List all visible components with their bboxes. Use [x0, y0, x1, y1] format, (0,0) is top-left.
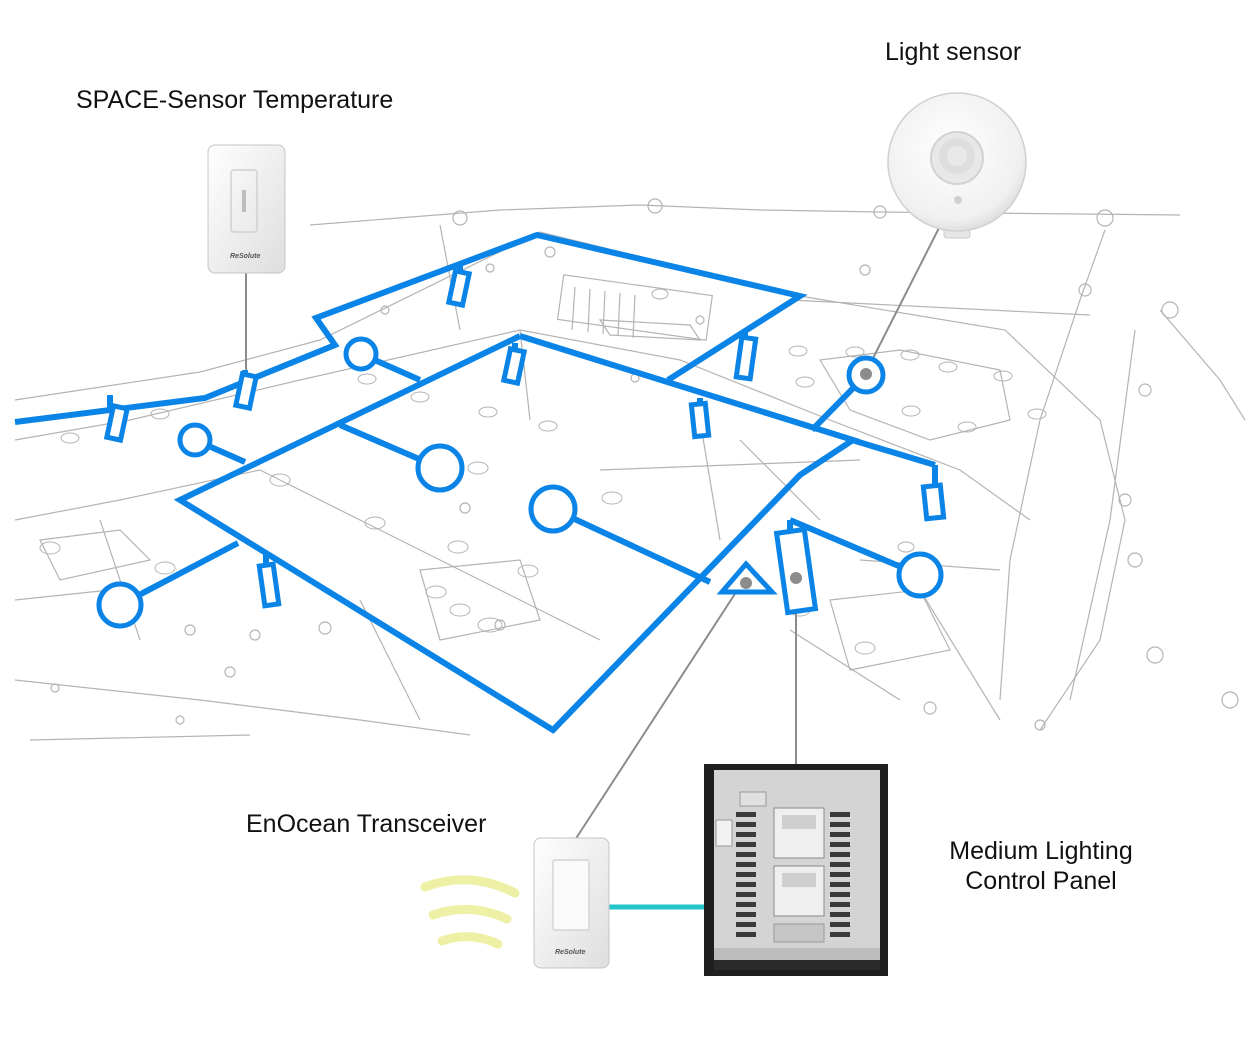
label-lighting-panel-line2: Control Panel — [965, 867, 1117, 895]
luminaire-rect — [733, 334, 759, 382]
label-space-sensor: SPACE-Sensor Temperature — [76, 86, 394, 114]
thermostat-brand: ReSolute — [230, 253, 260, 260]
wall-transceiver-icon: ReSolute — [533, 837, 610, 969]
luminaires — [103, 267, 947, 609]
luminaire-rect — [688, 400, 712, 440]
transceiver-brand: ReSolute — [555, 949, 585, 956]
luminaire-rect — [232, 370, 260, 412]
label-lighting-panel: Medium Lighting Control Panel — [930, 836, 1152, 896]
fixture-round — [96, 581, 144, 629]
round-fixtures — [96, 336, 944, 629]
occupancy-sensor-icon — [887, 92, 1027, 239]
floor-plan-drawing — [14, 198, 1246, 741]
luminaire-rect — [920, 482, 947, 522]
label-light-sensor: Light sensor — [885, 38, 1022, 66]
panel-node-dot — [790, 572, 802, 584]
luminaire-rect — [500, 345, 528, 387]
wireless-signal-icon — [420, 875, 520, 949]
fixture-round — [896, 551, 944, 599]
lighting-panel-icon — [704, 764, 888, 976]
fixture-round — [343, 336, 379, 372]
light-sensor-node-dot — [860, 368, 872, 380]
pointer-light-sensor — [865, 225, 941, 373]
thermostat-device-icon: ReSolute — [207, 144, 286, 274]
label-lighting-panel-line1: Medium Lighting — [949, 837, 1133, 865]
luminaire-rect — [103, 402, 131, 444]
callout-lines — [245, 225, 941, 841]
fixture-round — [415, 443, 465, 493]
luminaire-rect — [445, 267, 473, 309]
transceiver-node-dot — [740, 577, 752, 589]
panel-node — [773, 526, 819, 616]
fixture-round — [528, 484, 578, 534]
fixture-round — [177, 422, 213, 458]
label-enocean-transceiver: EnOcean Transceiver — [246, 810, 487, 838]
luminaire-rect — [256, 561, 282, 609]
pointer-enocean — [574, 582, 743, 841]
